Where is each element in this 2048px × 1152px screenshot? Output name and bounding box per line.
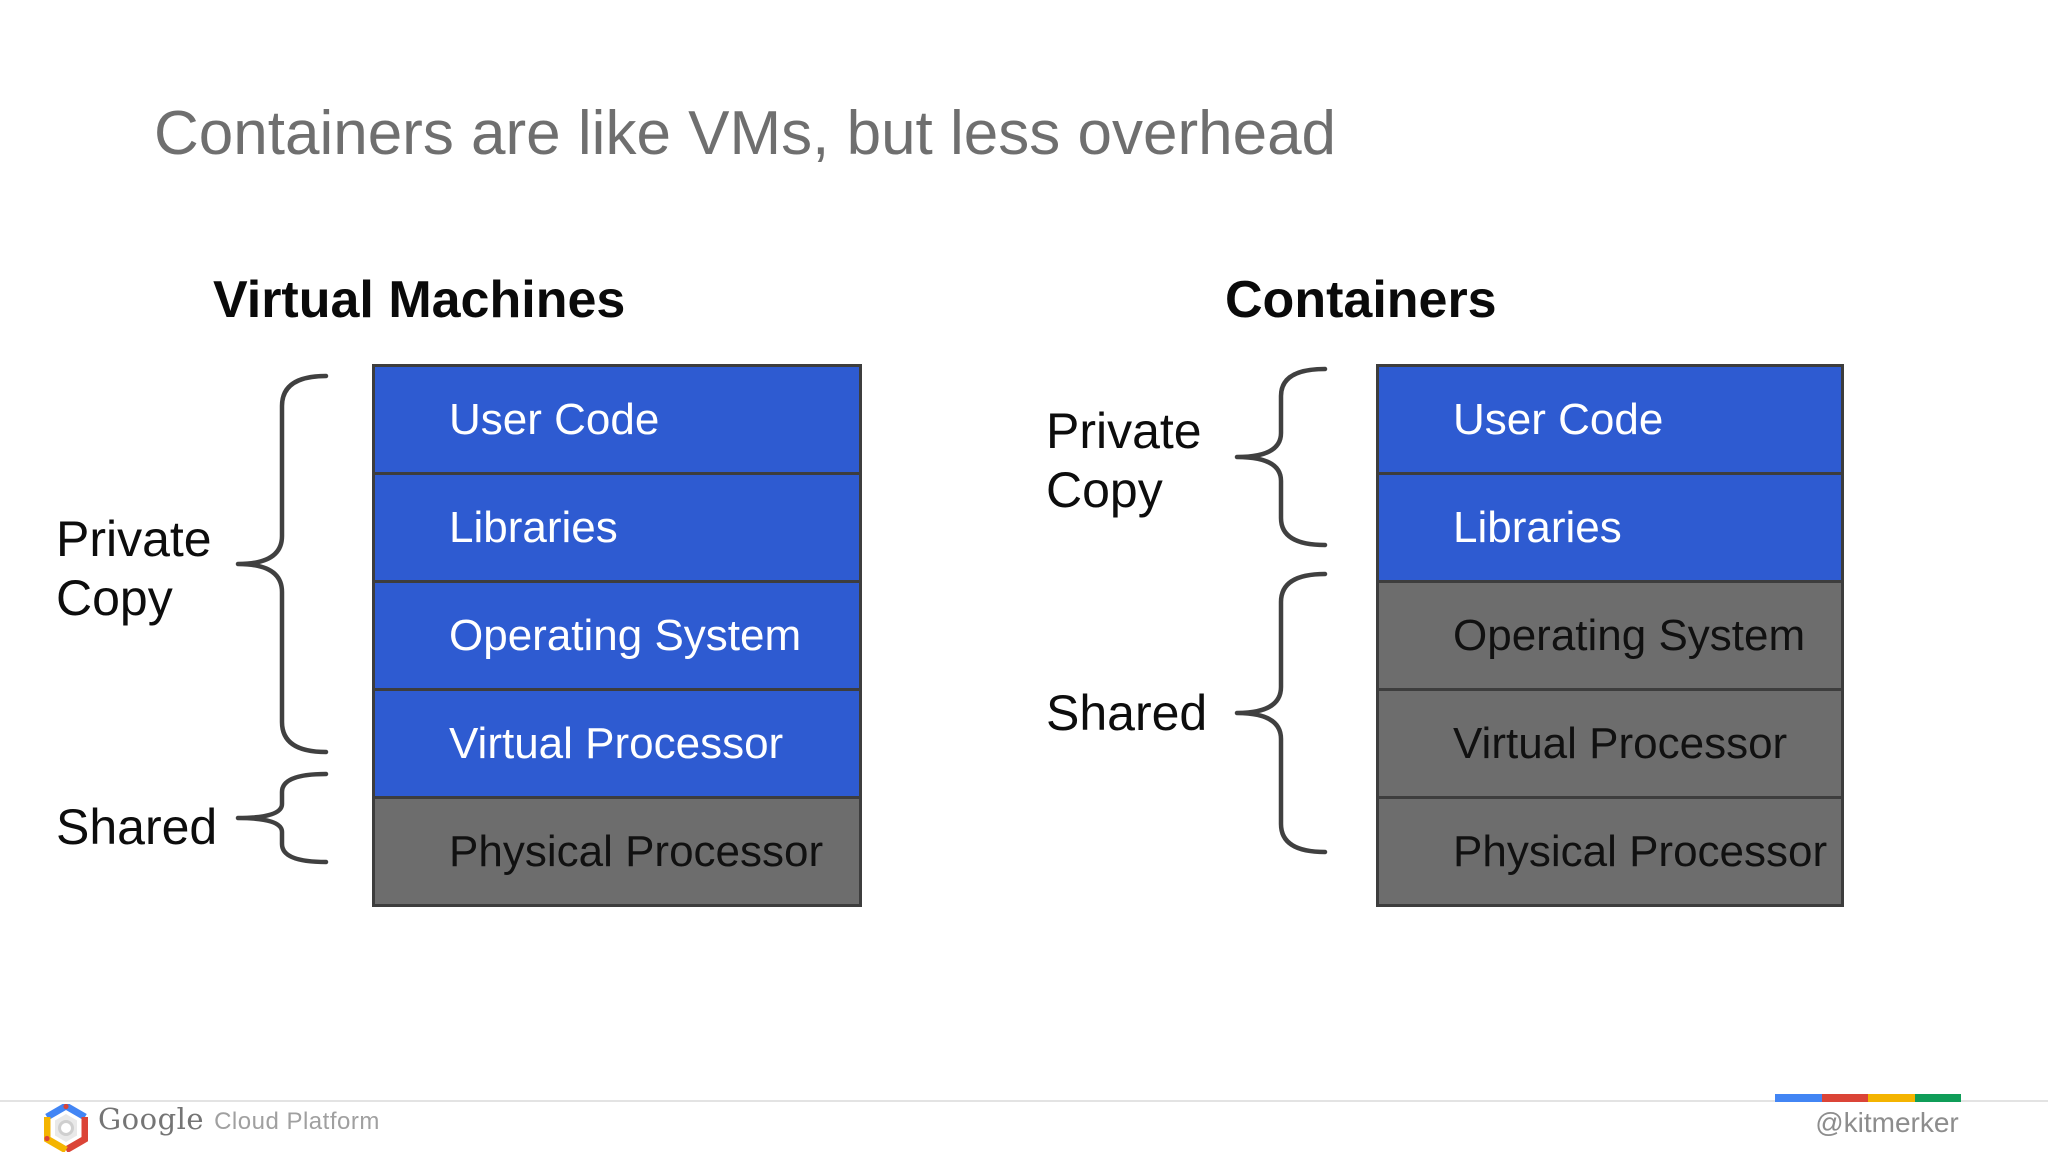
- containers-panel-heading: Containers: [1225, 271, 1497, 329]
- containers-stack: User Code Libraries Operating System Vir…: [1376, 364, 1844, 907]
- vm-shared-brace: [235, 771, 329, 865]
- vm-layer-operating-system: Operating System: [375, 583, 859, 688]
- containers-shared-brace: [1234, 571, 1328, 855]
- bar-segment-yellow: [1868, 1094, 1915, 1102]
- vm-panel-heading: Virtual Machines: [213, 271, 626, 329]
- layer-label: Operating System: [1453, 610, 1806, 660]
- google-colors-bar: [1775, 1094, 1961, 1102]
- vm-shared-label: Shared: [56, 799, 218, 855]
- layer-label: Libraries: [449, 502, 618, 552]
- vm-private-copy-brace: [235, 373, 329, 755]
- containers-private-copy-label: Private Copy: [1046, 402, 1202, 520]
- vm-private-copy-label: Private Copy: [56, 510, 212, 628]
- containers-layer-libraries: Libraries: [1379, 475, 1841, 580]
- layer-label: Libraries: [1453, 502, 1622, 552]
- vm-layer-libraries: Libraries: [375, 475, 859, 580]
- twitter-handle: @kitmerker: [1815, 1107, 1959, 1138]
- gcp-hexagon-icon: [44, 1104, 88, 1152]
- vm-layer-physical-processor: Physical Processor: [375, 799, 859, 904]
- containers-layer-user-code: User Code: [1379, 367, 1841, 472]
- label-line: Private: [56, 511, 212, 567]
- layer-label: Physical Processor: [1453, 826, 1828, 876]
- layer-label: Physical Processor: [449, 826, 824, 876]
- google-wordmark: Google: [98, 1102, 205, 1136]
- bar-segment-green: [1914, 1094, 1961, 1102]
- vm-stack: User Code Libraries Operating System Vir…: [372, 364, 862, 907]
- containers-layer-virtual-processor: Virtual Processor: [1379, 691, 1841, 796]
- label-line: Copy: [1046, 462, 1163, 518]
- layer-label: User Code: [449, 394, 660, 444]
- label-line: Private: [1046, 403, 1202, 459]
- containers-layer-operating-system: Operating System: [1379, 583, 1841, 688]
- vm-layer-virtual-processor: Virtual Processor: [375, 691, 859, 796]
- footer-divider: [0, 1100, 2048, 1102]
- containers-private-copy-brace: [1234, 366, 1328, 548]
- vm-layer-user-code: User Code: [375, 367, 859, 472]
- slide-title: Containers are like VMs, but less overhe…: [154, 99, 1337, 168]
- layer-label: User Code: [1453, 394, 1664, 444]
- layer-label: Virtual Processor: [449, 718, 784, 768]
- containers-layer-physical-processor: Physical Processor: [1379, 799, 1841, 904]
- bar-segment-red: [1821, 1094, 1868, 1102]
- google-cloud-platform-logo: Google Cloud Platform: [44, 1102, 380, 1152]
- layer-label: Virtual Processor: [1453, 718, 1788, 768]
- cloud-platform-wordmark: Cloud Platform: [214, 1108, 380, 1135]
- containers-shared-label: Shared: [1046, 685, 1208, 741]
- layer-label: Operating System: [449, 610, 802, 660]
- label-line: Copy: [56, 570, 173, 626]
- bar-segment-blue: [1775, 1094, 1822, 1102]
